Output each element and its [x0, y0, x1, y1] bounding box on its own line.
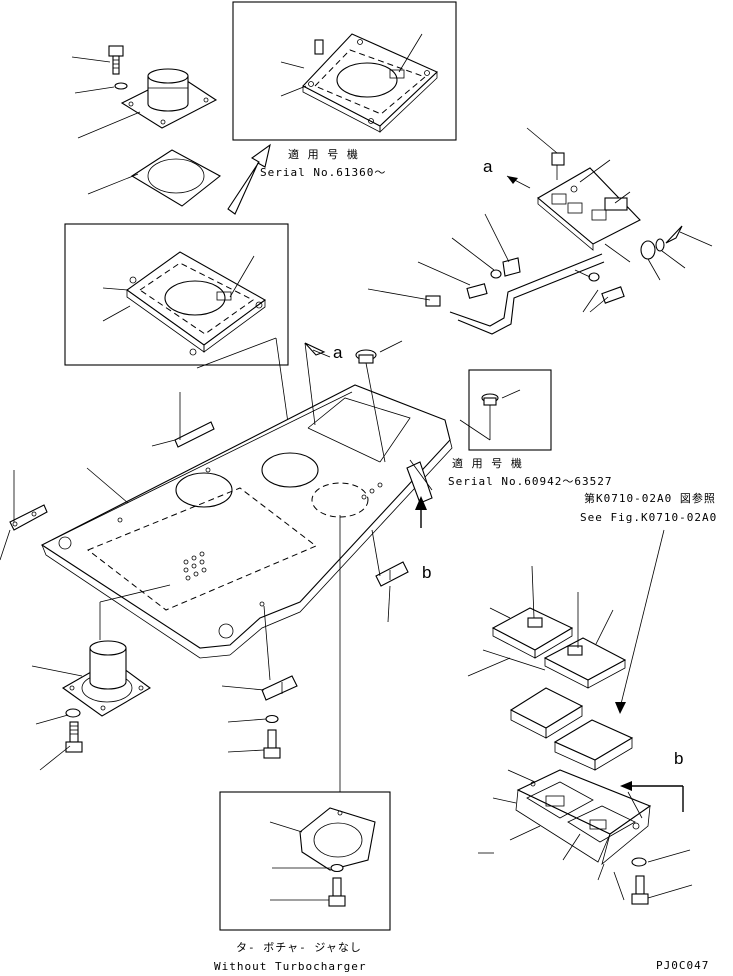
washer-part — [65, 708, 81, 718]
view-marker-a: a — [333, 343, 343, 362]
cable-part — [406, 459, 433, 504]
bottom-right-bolt — [613, 849, 693, 905]
inset-top-title: 適 用 号 機 — [288, 147, 359, 161]
callout-line — [196, 337, 277, 369]
lower-left-parts — [31, 584, 171, 771]
arrow-b-head — [415, 496, 427, 510]
hinge-bracket-right — [371, 529, 409, 623]
inset-top-serial: Serial No.61360～ — [260, 166, 386, 179]
view-marker-b-right: b — [674, 749, 683, 768]
hollow-arrow — [227, 143, 271, 215]
lever-assembly: a — [367, 127, 713, 335]
inset-right — [459, 369, 552, 451]
small-bracket — [151, 392, 215, 448]
floor-tray — [478, 769, 652, 881]
gasket-part — [130, 149, 221, 207]
inset-bottom — [219, 791, 391, 931]
bolt-part — [65, 721, 83, 753]
view-marker-b: b — [422, 563, 431, 582]
bolt-part — [108, 45, 124, 75]
bolt-hole-grid — [183, 551, 207, 581]
floor-plate — [40, 384, 453, 659]
inset-top — [232, 1, 457, 141]
view-marker-a-right: a — [483, 157, 493, 176]
floor-pads — [467, 565, 634, 771]
inset-bottom-title-jp: タ- ボチャ- ジャなし — [236, 941, 362, 954]
cap-on-plate — [120, 68, 218, 129]
reference-en: See Fig.K0710-02A0 — [580, 511, 717, 524]
drawing-code: PJ0C047 — [656, 959, 709, 972]
grommet-part — [355, 340, 403, 463]
reference-jp: 第K0710-02A0 図参照 — [584, 491, 716, 505]
inset-left — [64, 223, 289, 366]
callout-line — [304, 342, 316, 426]
arrow-a-head — [304, 342, 326, 356]
inset-right-serial: Serial No.60942～63527 — [448, 475, 612, 488]
inset-bottom-title-en: Without Turbocharger — [214, 960, 366, 973]
callout-line — [619, 529, 665, 709]
lower-middle-parts — [221, 605, 298, 759]
inset-right-title: 適 用 号 機 — [452, 456, 523, 470]
side-bracket-left — [0, 470, 48, 561]
top-left-parts — [71, 45, 221, 207]
washer-part — [114, 82, 128, 90]
